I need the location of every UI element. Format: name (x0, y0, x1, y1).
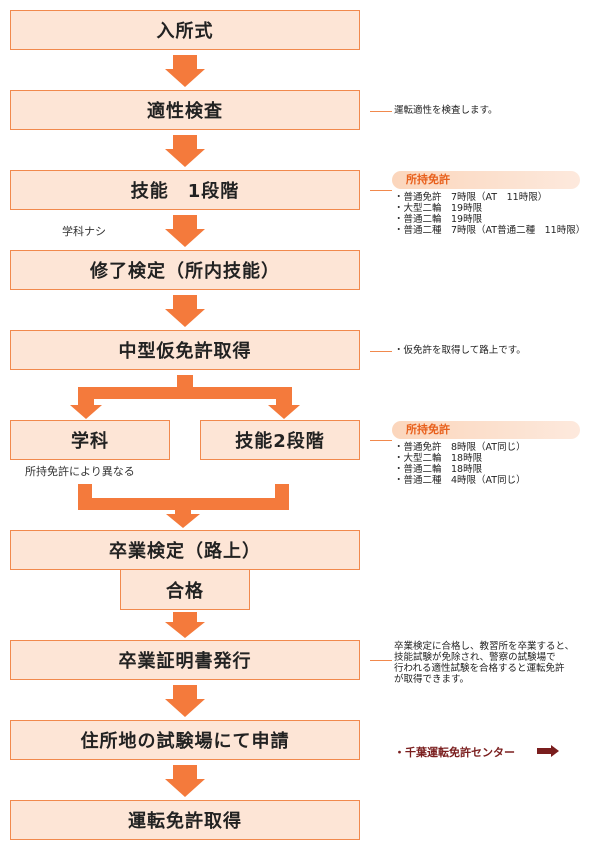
license-held-tag: 所持免許 (392, 171, 580, 189)
arrow-down-icon (165, 685, 205, 717)
note-line: 技能試験が免除され、警察の試験場で (394, 652, 556, 663)
step-completion-exam: 修了検定（所内技能） (10, 250, 360, 290)
aptitude-note: 運転適性を検査します。 (394, 105, 498, 116)
step-aptitude: 適性検査 (10, 90, 360, 130)
merge-arrow-icon (78, 484, 289, 528)
list-item: ・普通免許 7時限（AT 11時限） (394, 192, 548, 203)
arrow-down-icon (165, 295, 205, 327)
connector-line (370, 111, 392, 112)
step-academic: 学科 (10, 420, 170, 460)
note-line: 行われる適性試験を合格すると運転免許 (394, 663, 565, 674)
list-item: ・普通二種 4時限（AT同じ） (394, 475, 526, 486)
step-skill-1: 技能 1段階 (10, 170, 360, 210)
step-pass: 合格 (120, 570, 250, 610)
arrow-down-icon (165, 135, 205, 167)
list-item: ・普通二種 7時限（AT普通二種 11時限） (394, 225, 586, 236)
license-held-tag: 所持免許 (392, 421, 580, 439)
list-item: ・普通免許 8時限（AT同じ） (394, 442, 526, 453)
step-provisional-license: 中型仮免許取得 (10, 330, 360, 370)
list-item: ・大型二輪 18時限 (394, 453, 483, 464)
arrow-down-icon (165, 765, 205, 797)
list-item: ・普通二輪 18時限 (394, 464, 483, 475)
list-item: ・大型二輪 19時限 (394, 203, 483, 214)
connector-line (370, 660, 392, 661)
connector-line (370, 440, 392, 441)
split-arrow-icon (70, 375, 300, 419)
step-graduation-exam: 卒業検定（路上） (10, 530, 360, 570)
license-held-list: ・普通免許 8時限（AT同じ） ・大型二輪 18時限 ・普通二輪 18時限 ・普… (394, 442, 526, 486)
certificate-note: 卒業検定に合格し、教習所を卒業すると、 技能試験が免除され、警察の試験場で 行わ… (394, 641, 574, 685)
step-skill-2: 技能2段階 (200, 420, 360, 460)
connector-line (370, 190, 392, 191)
provisional-note: ・仮免許を取得して路上です。 (394, 345, 526, 356)
varies-by-license-label: 所持免許により異なる (25, 465, 135, 478)
license-held-list: ・普通免許 7時限（AT 11時限） ・大型二輪 19時限 ・普通二輪 19時限… (394, 192, 585, 236)
arrow-down-icon (165, 612, 205, 638)
license-center-link[interactable]: ・千葉運転免許センター (394, 746, 515, 759)
arrow-down-icon (165, 55, 205, 87)
list-item: ・普通二輪 19時限 (394, 214, 483, 225)
step-license: 運転免許取得 (10, 800, 360, 840)
note-line: が取得できます。 (394, 674, 470, 685)
no-academic-label: 学科ナシ (62, 225, 106, 238)
connector-line (370, 351, 392, 352)
note-line: 卒業検定に合格し、教習所を卒業すると、 (394, 641, 575, 652)
step-apply: 住所地の試験場にて申請 (10, 720, 360, 760)
step-entrance: 入所式 (10, 10, 360, 50)
step-certificate: 卒業証明書発行 (10, 640, 360, 680)
arrow-right-icon (537, 745, 559, 757)
arrow-down-icon (165, 215, 205, 247)
